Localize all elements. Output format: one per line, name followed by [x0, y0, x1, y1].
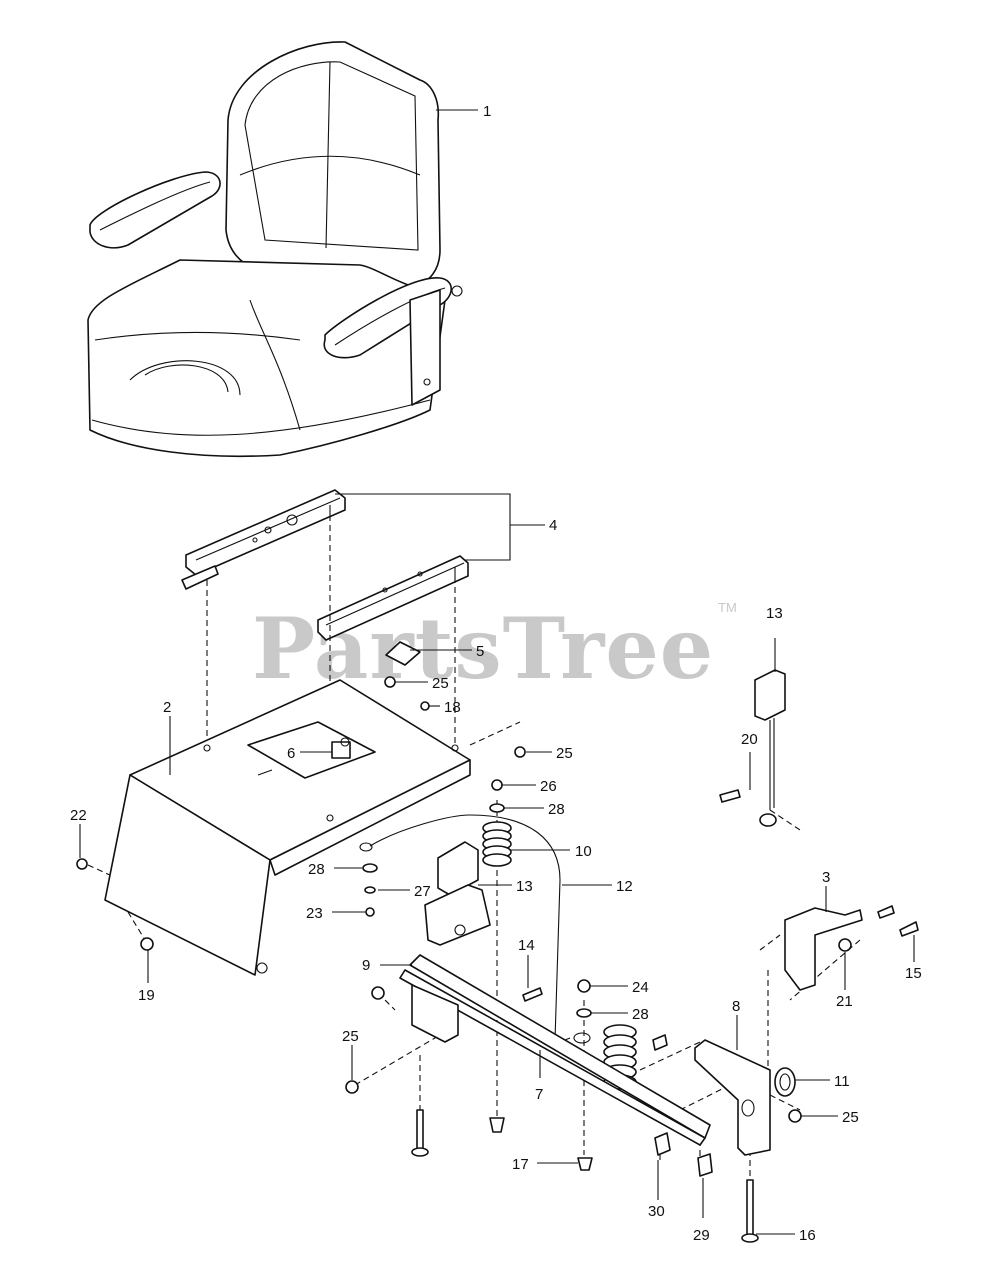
clip-30	[654, 1132, 671, 1156]
callout-28-b: 28	[308, 861, 325, 878]
callout-30: 30	[648, 1203, 665, 1220]
seat-pan-part-2[interactable]	[104, 679, 471, 976]
washer-28-a	[489, 803, 505, 813]
callout-28-a: 28	[548, 801, 565, 818]
bracket-part-9[interactable]	[411, 984, 459, 1043]
callout-8: 8	[732, 998, 740, 1015]
nut-25-d	[345, 1080, 359, 1094]
long-bolts-part-16[interactable]	[411, 1109, 759, 1243]
bracket-part-3[interactable]	[784, 907, 863, 991]
callout-28-c: 28	[632, 1006, 649, 1023]
callout-14: 14	[518, 937, 535, 954]
callout-25-c: 25	[342, 1028, 359, 1045]
seat-slide-rails-part-4[interactable]	[181, 489, 469, 641]
bracket-part-5[interactable]	[385, 641, 421, 666]
callout-9: 9	[362, 957, 370, 974]
leader-lines	[79, 109, 915, 1235]
callout-20: 20	[741, 731, 758, 748]
callout-15: 15	[905, 965, 922, 982]
callout-24: 24	[632, 979, 649, 996]
nut-23	[365, 907, 375, 917]
hardware	[76, 676, 919, 1177]
nut-22	[76, 858, 88, 870]
seat-belt-part-13[interactable]	[754, 669, 786, 827]
callout-3: 3	[822, 869, 830, 886]
bolt-19	[140, 937, 154, 951]
callout-12: 12	[616, 878, 633, 895]
nut-21	[838, 938, 852, 952]
seat-part-1[interactable]	[87, 41, 463, 458]
cross-bar-part-7[interactable]	[399, 954, 711, 1146]
callout-25-b: 25	[556, 745, 573, 762]
bolt-15	[899, 921, 919, 937]
callout-19: 19	[138, 987, 155, 1004]
callout-10: 10	[575, 843, 592, 860]
callout-13-b: 13	[766, 605, 783, 622]
watermark: PartsTree TM	[252, 599, 737, 698]
bolt-17-b	[577, 1157, 593, 1171]
pivot-bracket-part-8[interactable]	[694, 1039, 771, 1156]
callout-1: 1	[483, 103, 491, 120]
nut-25-b	[514, 746, 526, 758]
washer-28-b	[362, 863, 378, 873]
nut-26	[491, 779, 503, 791]
callout-13-a: 13	[516, 878, 533, 895]
seat-belt-buckle-part-13[interactable]	[424, 841, 491, 946]
callout-21: 21	[836, 993, 853, 1010]
callout-labels: 1 4 5 25 18 25 6 2 26 28 10 12 13 28 27 …	[70, 103, 922, 1244]
nut-25-c	[371, 986, 385, 1000]
clip	[652, 1034, 668, 1051]
callout-11: 11	[834, 1073, 850, 1090]
callout-16: 16	[799, 1227, 816, 1244]
callout-17: 17	[512, 1156, 529, 1173]
callout-18: 18	[444, 699, 461, 716]
bolt-20	[719, 789, 741, 803]
nut-25-a	[384, 676, 396, 688]
washer-27	[364, 886, 376, 894]
washer-28-c	[576, 1008, 592, 1018]
callout-29: 29	[693, 1227, 710, 1244]
callout-22: 22	[70, 807, 87, 824]
bushing-part-11[interactable]	[774, 1067, 796, 1097]
clip-29	[697, 1153, 713, 1177]
callout-27: 27	[414, 883, 431, 900]
rivet-18	[420, 701, 430, 711]
callout-23: 23	[306, 905, 323, 922]
callout-25-d: 25	[842, 1109, 859, 1126]
bolt-17-a	[489, 1117, 505, 1133]
callout-4: 4	[549, 517, 557, 534]
spring-part-10[interactable]	[482, 821, 512, 867]
callout-26: 26	[540, 778, 557, 795]
callout-7: 7	[535, 1086, 543, 1103]
callout-5: 5	[476, 643, 484, 660]
bolt-14	[522, 987, 543, 1002]
callout-2: 2	[163, 699, 171, 716]
nut-25-e	[788, 1109, 802, 1123]
watermark-trademark: TM	[718, 600, 737, 615]
seat-switch-part-6[interactable]	[331, 737, 351, 759]
nut-24	[577, 979, 591, 993]
callout-25-a: 25	[432, 675, 449, 692]
bolt-3	[877, 905, 895, 919]
callout-6: 6	[287, 745, 295, 762]
